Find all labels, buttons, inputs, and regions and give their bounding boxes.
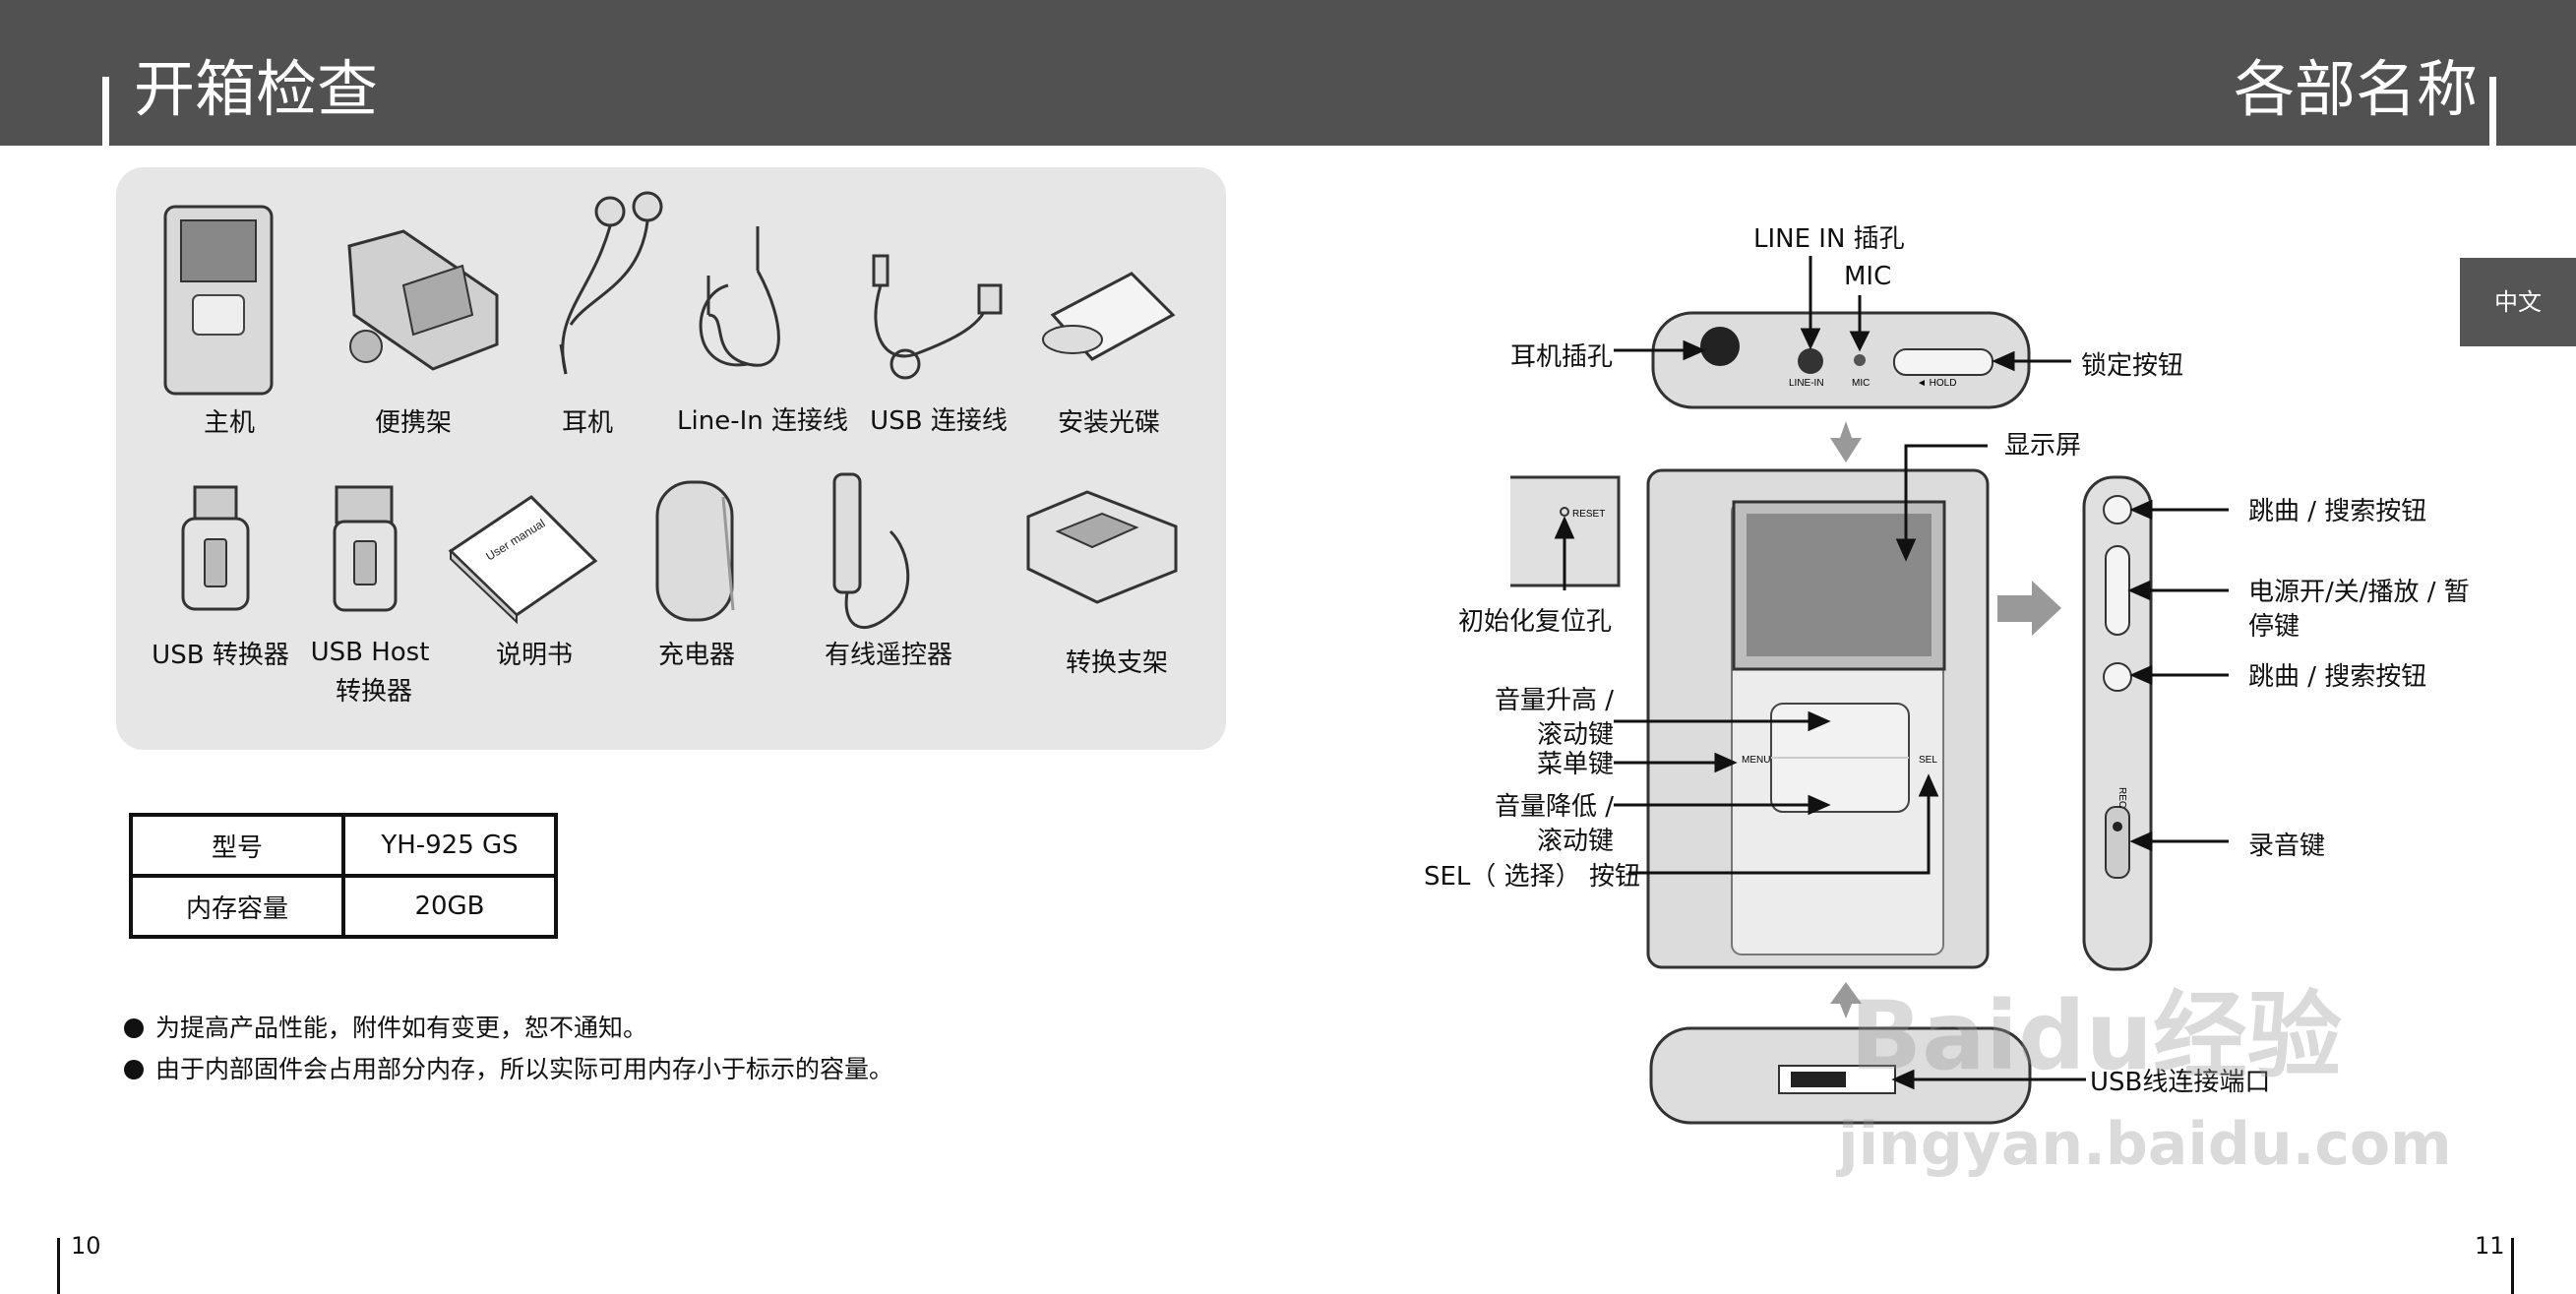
- table-row: 内存容量 20GB: [129, 874, 558, 939]
- charger-illustration: [655, 480, 735, 622]
- label-portable-stand: 便携架: [374, 408, 453, 438]
- note-1: 为提高产品性能，附件如有变更，恕不通知。: [124, 1009, 647, 1044]
- part-power-play-line1: 电源开/关/播放 / 暂: [2248, 578, 2470, 607]
- watermark-url: jingyan.baidu.com: [1838, 1110, 2452, 1179]
- label-wired-remote: 有线遥控器: [824, 641, 953, 670]
- note-2-text: 由于内部固件会占用部分内存，所以实际可用内存小于标示的容量。: [155, 1055, 894, 1083]
- label-usb-cable: USB 连接线: [870, 406, 1008, 436]
- part-line-in: LINE IN 插孔: [1753, 224, 1905, 254]
- part-volume-up-line1: 音量升高 /: [1494, 686, 1614, 715]
- label-charger: 充电器: [657, 641, 736, 670]
- part-power-play-line2: 停键: [2248, 612, 2300, 643]
- page-number-bar-left: [57, 1238, 60, 1294]
- user-manual-illustration: [448, 495, 598, 625]
- label-user-manual: 说明书: [495, 641, 574, 670]
- label-line-in-cable: Line-In 连接线: [677, 406, 848, 436]
- earphones-illustration: [559, 191, 663, 375]
- portable-stand-illustration: [347, 229, 499, 371]
- header-bar-left: [102, 77, 109, 146]
- note-1-text: 为提高产品性能，附件如有变更，恕不通知。: [155, 1014, 648, 1042]
- label-main-unit: 主机: [203, 408, 256, 438]
- device-top-view: [1651, 311, 2031, 409]
- mic-small-label: MIC: [1852, 378, 1870, 389]
- label-usb-host: USB Host: [310, 638, 430, 667]
- part-record-key: 录音键: [2248, 832, 2326, 861]
- hold-small-label: ◄ HOLD: [1917, 378, 1956, 389]
- conversion-dock-illustration: [1026, 490, 1178, 604]
- part-volume-up: 音量升高 / 滚动键: [1417, 684, 1614, 753]
- spec-memory-value: 20GB: [341, 874, 558, 939]
- device-bottom-view: [1649, 1026, 2032, 1125]
- page-number-left: 10: [71, 1232, 101, 1260]
- menu-small-label: MENU: [1742, 755, 1770, 766]
- spec-memory-label: 内存容量: [129, 874, 345, 939]
- page-number-right: 11: [2475, 1232, 2505, 1260]
- part-volume-down: 音量降低 / 滚动键: [1417, 790, 1614, 859]
- usb-cable-illustration: [872, 254, 1003, 380]
- bullet-icon: [124, 1060, 144, 1079]
- page-header: [0, 0, 2576, 146]
- part-volume-up-line2: 滚动键: [1536, 720, 1614, 751]
- device-side-view: [2082, 475, 2153, 971]
- main-unit-illustration: [163, 205, 274, 396]
- label-earphones: 耳机: [561, 408, 614, 438]
- part-power-play: 电源开/关/播放 / 暂 停键: [2248, 576, 2470, 645]
- usb-converter-illustration: [181, 485, 250, 611]
- rec-small-label: REC: [2116, 787, 2127, 808]
- accessories-panel: [116, 167, 1226, 750]
- label-conversion-dock: 转换支架: [1065, 648, 1169, 678]
- language-tab: 中文: [2460, 258, 2576, 346]
- part-menu-key: 菜单键: [1536, 750, 1614, 779]
- left-page-title: 开箱检查: [134, 53, 379, 125]
- reset-small-label: RESET: [1572, 509, 1605, 520]
- install-cd-illustration: [1042, 272, 1176, 361]
- spec-table: 型号 YH-925 GS 内存容量 20GB: [129, 813, 558, 939]
- part-reset-hole: 初始化复位孔: [1458, 607, 1613, 637]
- right-page-title: 各部名称: [2234, 53, 2479, 125]
- line-in-cable-illustration: [699, 226, 780, 367]
- label-usb-host-converter: 转换器: [335, 677, 413, 707]
- part-skip-search-2: 跳曲 / 搜索按钮: [2248, 662, 2427, 692]
- part-hold-button: 锁定按钮: [2081, 351, 2184, 381]
- part-earphone-jack: 耳机插孔: [1510, 342, 1614, 372]
- label-install-cd: 安装光碟: [1057, 408, 1161, 438]
- label-usb-converter: USB 转换器: [152, 641, 289, 670]
- watermark-brand: Baidu经验: [1850, 981, 2342, 1091]
- page-number-bar-right: [2511, 1238, 2514, 1294]
- spec-model-label: 型号: [129, 813, 345, 878]
- part-display: 显示屏: [2004, 431, 2082, 461]
- header-bar-right: [2489, 77, 2496, 146]
- usb-host-converter-illustration: [333, 485, 398, 612]
- part-usb-port: USB线连接端口: [2090, 1068, 2271, 1097]
- table-row: 型号 YH-925 GS: [129, 813, 558, 878]
- wired-remote-illustration: [832, 472, 910, 629]
- part-skip-search-1: 跳曲 / 搜索按钮: [2248, 497, 2427, 526]
- part-sel-button: SEL（ 选择） 按钮: [1424, 862, 1640, 892]
- device-front-view: [1646, 468, 1990, 969]
- line-in-small-label: LINE-IN: [1789, 378, 1824, 389]
- part-volume-down-line2: 滚动键: [1536, 827, 1614, 857]
- bullet-icon: [124, 1018, 144, 1038]
- callout-lines: [1554, 256, 2229, 1090]
- part-volume-down-line1: 音量降低 /: [1494, 792, 1614, 822]
- note-2: 由于内部固件会占用部分内存，所以实际可用内存小于标示的容量。: [124, 1050, 893, 1085]
- spec-model-value: YH-925 GS: [341, 813, 558, 878]
- part-mic: MIC: [1844, 262, 1892, 291]
- sel-small-label: SEL: [1919, 755, 1937, 766]
